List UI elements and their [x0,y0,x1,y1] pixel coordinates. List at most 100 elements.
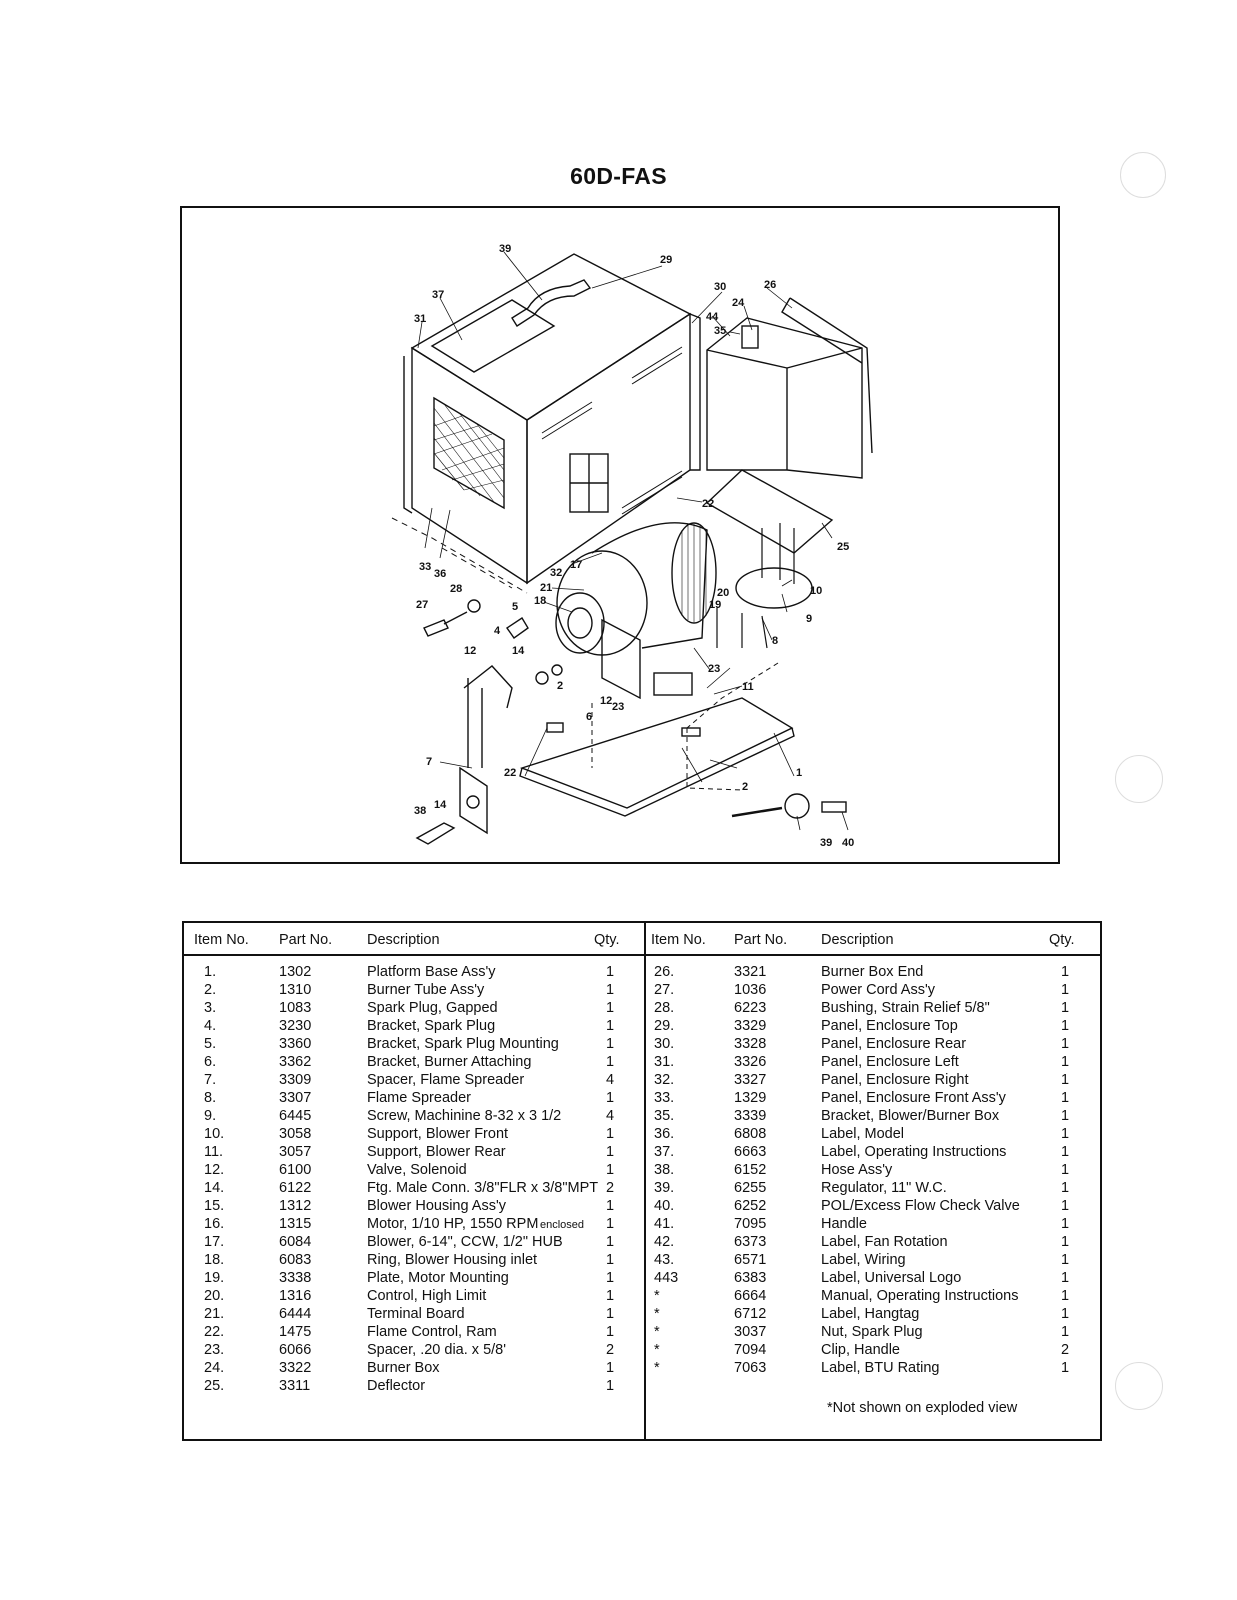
part-no: 3339 [734,1108,767,1124]
part-no: 3360 [279,1036,312,1052]
qty: 1 [606,1000,615,1016]
burner-tube [681,727,701,737]
qty: 1 [1061,1198,1070,1214]
item-no: 16. [204,1216,225,1232]
item-no: 5. [204,1036,217,1052]
part-no: 3327 [734,1072,767,1088]
item-no: 29. [654,1018,675,1034]
item-no: 33. [654,1090,675,1106]
callout-27: 27 [416,599,428,611]
item-no: * [654,1360,660,1376]
qty: 1 [606,1216,615,1232]
item-no: 6. [204,1054,217,1070]
description-note: enclosed [540,1219,585,1231]
qty: 1 [606,1306,615,1322]
qty: 1 [1061,1000,1070,1016]
callout-16: 18 [534,595,546,607]
part-no: 6083 [279,1252,312,1268]
part-no: 1312 [279,1198,312,1214]
item-no: 11. [204,1144,224,1160]
qty: 1 [606,1198,615,1214]
solenoid-valve [463,665,513,709]
item-no: 37. [654,1144,675,1160]
qty: 1 [1061,1018,1070,1034]
description: Burner Tube Ass'y [367,982,485,998]
callout-6: 7 [426,756,432,768]
qty: 1 [606,1036,615,1052]
part-no: 3322 [279,1360,312,1376]
description: Flame Control, Ram [367,1324,497,1340]
callout-18: 20 [717,587,729,599]
part-no: 6373 [734,1234,767,1250]
header-description: Description [367,932,440,948]
callout-23: 23 [708,663,720,675]
description: Power Cord Ass'y [821,982,935,998]
front-grille [433,396,505,510]
header-part-no-right: Part No. [734,932,788,948]
item-no: 26. [654,964,675,980]
part-no: 1302 [279,964,312,980]
scan-mark [1120,152,1166,198]
callout-10: 11 [742,681,754,693]
label-37 [430,299,556,373]
description: Bushing, Strain Relief 5/8" [821,1000,990,1016]
enclosure-front-panel [411,346,528,585]
page-title: 60D-FAS [570,163,667,189]
description: Motor, 1/10 HP, 1550 RPM [367,1216,539,1232]
description: Support, Blower Rear [367,1144,506,1160]
regulator-39 [784,793,810,819]
qty: 4 [606,1072,615,1088]
item-no: * [654,1306,660,1322]
item-no: 10. [204,1126,225,1142]
item-no: 28. [654,1000,675,1016]
callout-3: 4 [494,625,501,637]
part-no: 1083 [279,1000,312,1016]
part-no: 1036 [734,982,767,998]
callout-2a: 2 [557,680,563,692]
qty: 1 [1061,964,1070,980]
callout-30: 30 [714,281,726,293]
qty: 1 [1061,1036,1070,1052]
part-no: 6571 [734,1252,767,1268]
qty: 1 [606,1288,615,1304]
item-no: 1. [204,964,217,980]
callout-7: 8 [772,635,778,647]
item-no: 35. [654,1108,675,1124]
description: Platform Base Ass'y [367,964,496,980]
flame-spreader-8 [735,567,813,609]
qty: 1 [606,1018,615,1034]
description: Nut, Spark Plug [821,1324,923,1340]
handle-41 [511,279,592,327]
part-no: 6663 [734,1144,767,1160]
part-no: 6445 [279,1108,312,1124]
item-no: 27. [654,982,675,998]
qty: 1 [606,1054,615,1070]
description: Manual, Operating Instructions [821,1288,1019,1304]
callout-41: 39 [499,243,511,255]
item-no: 39. [654,1180,675,1196]
item-no: 21. [204,1306,225,1322]
part-no: 3058 [279,1126,312,1142]
part-no: 3307 [279,1090,312,1106]
header-item-no: Item No. [194,932,249,948]
part-no: 3338 [279,1270,312,1286]
item-no: 19. [204,1270,225,1286]
description: Plate, Motor Mounting [367,1270,509,1286]
column-divider [644,923,646,1439]
part-no: 3309 [279,1072,312,1088]
header-description-right: Description [821,932,894,948]
qty: 2 [1061,1342,1070,1358]
qty: 2 [606,1180,615,1196]
callout-31: 31 [414,313,426,325]
parts-list-table: Item No. Part No. Description Qty. Item … [182,921,1102,1441]
callout-12: 12 [464,645,476,657]
part-no: 1329 [734,1090,767,1106]
part-no: 6255 [734,1180,767,1196]
item-no: 9. [204,1108,217,1124]
description: Flame Spreader [367,1090,471,1106]
scan-mark [1115,755,1163,803]
burner-box-24 [706,317,863,479]
callout-22: 23 [612,701,624,713]
item-no: 40. [654,1198,675,1214]
description: Burner Box End [821,964,924,980]
